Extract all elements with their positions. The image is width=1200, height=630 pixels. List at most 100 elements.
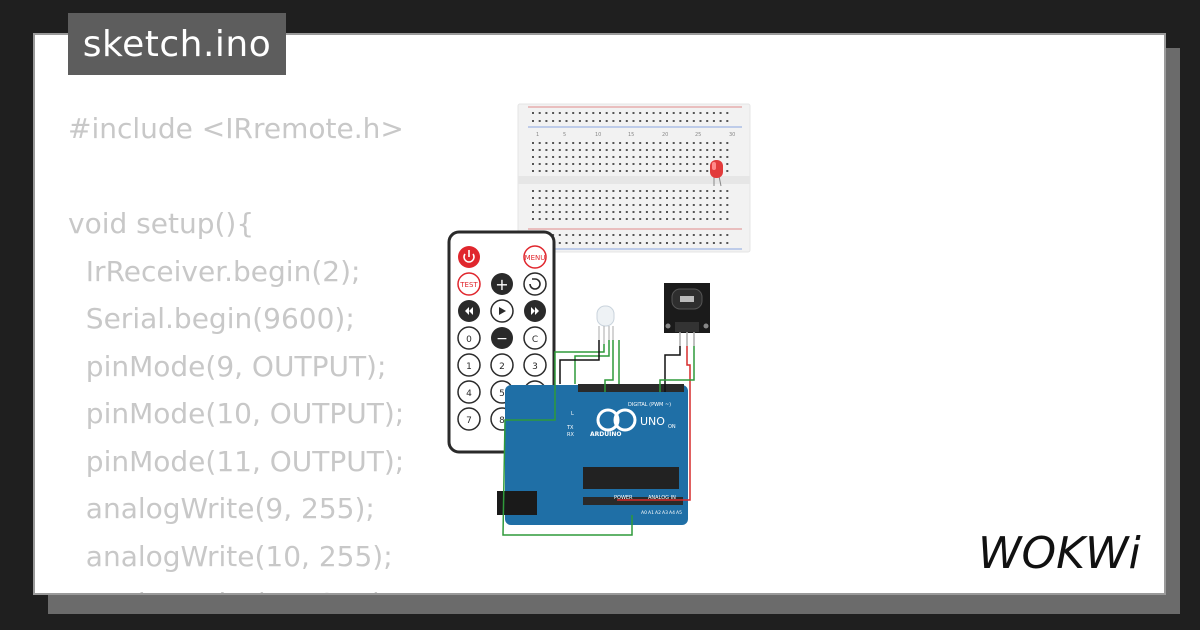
breadboard-hole xyxy=(538,149,541,151)
breadboard-hole xyxy=(538,163,541,165)
bb-col-number: 20 xyxy=(662,132,668,138)
breadboard-hole xyxy=(565,156,568,158)
breadboard-hole xyxy=(572,112,575,114)
breadboard-hole xyxy=(699,149,702,151)
breadboard-hole xyxy=(706,197,709,199)
test-key-label: TEST xyxy=(459,281,478,289)
breadboard-hole xyxy=(712,204,715,206)
breadboard-hole xyxy=(666,163,668,165)
breadboard-hole xyxy=(625,204,628,206)
breadboard-hole xyxy=(712,149,715,151)
breadboard-hole xyxy=(659,197,662,199)
breadboard-hole xyxy=(612,170,615,172)
breadboard-hole xyxy=(699,204,702,206)
breadboard-hole xyxy=(666,112,668,114)
breadboard-hole xyxy=(652,163,655,165)
digit-key-label: 8 xyxy=(499,416,505,426)
breadboard-hole xyxy=(639,149,642,151)
breadboard-hole xyxy=(726,112,729,114)
breadboard-hole xyxy=(619,112,622,114)
breadboard-hole xyxy=(639,204,642,206)
led-rx-label: RX xyxy=(567,432,574,438)
breadboard-hole xyxy=(726,197,729,199)
breadboard-hole xyxy=(605,149,608,151)
breadboard-hole xyxy=(632,112,635,114)
breadboard-hole xyxy=(699,218,702,220)
breadboard-hole xyxy=(572,149,575,151)
breadboard-hole xyxy=(585,234,588,236)
breadboard-hole xyxy=(605,204,608,206)
digital-header-label: DIGITAL (PWM ~) xyxy=(628,402,671,408)
breadboard-hole xyxy=(706,120,709,122)
breadboard-hole xyxy=(706,218,709,220)
breadboard-hole xyxy=(565,163,568,165)
breadboard-hole xyxy=(686,218,689,220)
breadboard-hole xyxy=(552,211,555,213)
breadboard-hole xyxy=(632,120,635,122)
breadboard-hole xyxy=(592,190,595,192)
breadboard-hole xyxy=(672,234,675,236)
breadboard-hole xyxy=(552,156,555,158)
breadboard-hole xyxy=(572,211,575,213)
breadboard-hole xyxy=(538,211,541,213)
breadboard-hole xyxy=(672,163,675,165)
breadboard-hole xyxy=(578,204,581,206)
breadboard-hole xyxy=(652,197,655,199)
breadboard-hole xyxy=(565,242,568,244)
digit-key-label: 2 xyxy=(499,362,505,372)
breadboard-hole xyxy=(625,163,628,165)
breadboard-hole xyxy=(679,218,682,220)
breadboard-hole xyxy=(632,242,635,244)
breadboard-hole xyxy=(659,211,662,213)
breadboard-hole xyxy=(686,112,689,114)
breadboard-hole xyxy=(605,234,608,236)
breadboard-hole xyxy=(558,120,561,122)
breadboard-hole xyxy=(632,156,635,158)
breadboard-hole xyxy=(726,120,729,122)
breadboard-hole xyxy=(572,234,575,236)
breadboard-hole xyxy=(545,112,548,114)
breadboard-hole xyxy=(726,156,729,158)
breadboard-hole xyxy=(692,197,695,199)
breadboard-hole xyxy=(645,242,648,244)
breadboard-hole xyxy=(565,218,568,220)
led-tx-label: TX xyxy=(566,425,574,431)
breadboard-hole xyxy=(625,120,628,122)
breadboard-hole xyxy=(692,149,695,151)
breadboard-hole xyxy=(612,156,615,158)
file-tab[interactable]: sketch.ino xyxy=(68,13,286,75)
breadboard-hole xyxy=(659,242,662,244)
breadboard-hole xyxy=(578,234,581,236)
breadboard-hole xyxy=(699,190,702,192)
led-l-label: L xyxy=(571,411,574,417)
breadboard-hole xyxy=(552,163,555,165)
ir-receiver xyxy=(664,283,710,346)
breadboard-hole xyxy=(625,218,628,220)
breadboard-hole xyxy=(612,190,615,192)
breadboard-hole xyxy=(659,120,662,122)
breadboard-hole xyxy=(545,142,548,144)
bb-col-number: 1 xyxy=(536,132,539,138)
breadboard-hole xyxy=(692,112,695,114)
code-line: analogWrite(11, 255); xyxy=(68,580,404,593)
bb-col-number: 30 xyxy=(729,132,735,138)
breadboard-hole xyxy=(699,211,702,213)
breadboard-hole xyxy=(652,142,655,144)
breadboard-hole xyxy=(645,204,648,206)
breadboard-hole xyxy=(558,234,561,236)
breadboard-hole xyxy=(552,112,555,114)
breadboard-hole xyxy=(532,170,534,172)
breadboard-hole xyxy=(545,170,548,172)
breadboard-hole xyxy=(706,163,709,165)
breadboard-hole xyxy=(578,163,581,165)
breadboard-hole xyxy=(599,242,601,244)
breadboard-hole xyxy=(545,120,548,122)
forward-icon xyxy=(531,307,539,315)
breadboard-hole xyxy=(558,156,561,158)
breadboard-hole xyxy=(632,197,635,199)
breadboard-hole xyxy=(692,218,695,220)
breadboard-hole xyxy=(632,204,635,206)
breadboard-hole xyxy=(692,211,695,213)
breadboard-hole xyxy=(672,190,675,192)
analog-pin-label: A0 xyxy=(641,510,647,516)
